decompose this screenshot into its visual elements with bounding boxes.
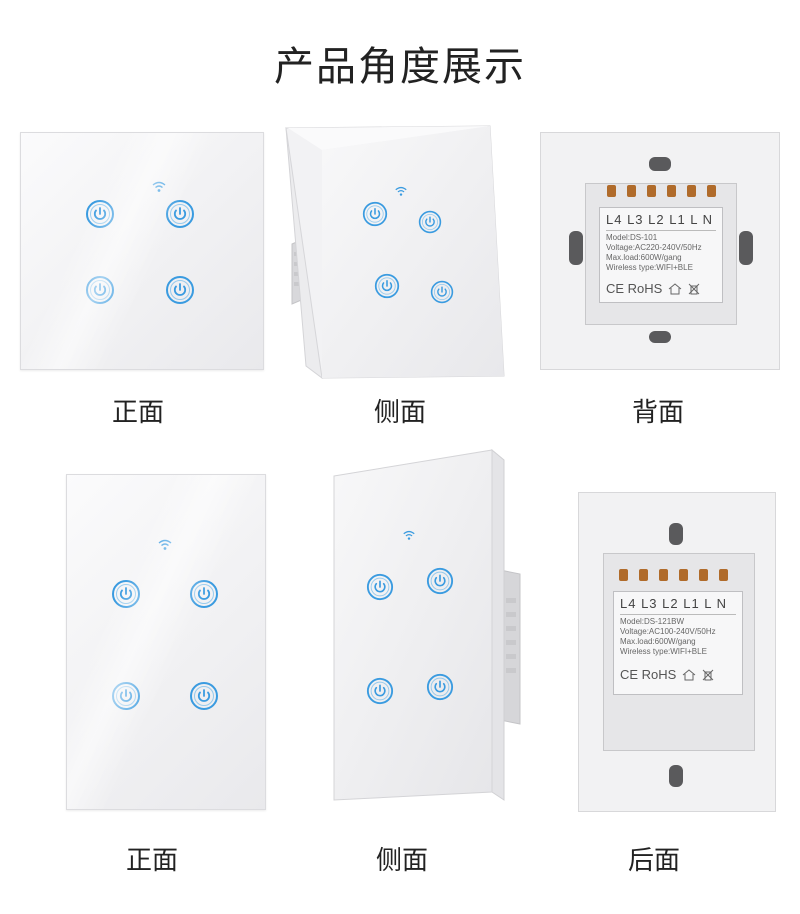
max-load-text: Max.load:600W/gang	[606, 253, 682, 262]
power-icon	[165, 199, 195, 229]
cert-marks: CE RoHS	[606, 281, 663, 296]
caption-back-1: 背面	[631, 398, 684, 428]
page-title: 产品角度展示	[274, 44, 526, 90]
front-square-panel	[20, 132, 264, 370]
spec-label: L4 L3 L2 L1 L N Model:DS-121BW Voltage:A…	[613, 591, 743, 695]
cert-marks: CE RoHS	[620, 667, 677, 682]
max-load-text: Max.load:600W/gang	[620, 637, 696, 646]
terminal-labels: L4 L3 L2 L1 L N	[606, 212, 714, 227]
back-tall-panel: L4 L3 L2 L1 L N Model:DS-121BW Voltage:A…	[578, 492, 776, 812]
power-icon	[165, 275, 195, 305]
wifi-icon	[157, 539, 173, 551]
voltage-text: Voltage:AC220-240V/50Hz	[606, 243, 702, 252]
spec-label: L4 L3 L2 L1 L N Model:DS-101 Voltage:AC2…	[599, 207, 723, 303]
side-tall-panel	[333, 448, 521, 801]
caption-side-1: 侧面	[373, 398, 426, 428]
side-square-panel	[285, 125, 505, 379]
power-icon	[85, 199, 115, 229]
power-icon	[189, 681, 219, 711]
power-icon	[189, 579, 219, 609]
model-text: Model:DS-101	[606, 233, 658, 242]
house-icon	[683, 668, 696, 680]
terminal-labels: L4 L3 L2 L1 L N	[620, 596, 728, 611]
weee-bin-icon	[689, 283, 700, 294]
caption-back-2: 后面	[627, 846, 680, 876]
wireless-text: Wireless type:WIFI+BLE	[620, 647, 707, 656]
caption-front-2: 正面	[125, 846, 178, 876]
front-tall-panel	[66, 474, 266, 810]
weee-bin-icon	[703, 669, 714, 680]
caption-front-1: 正面	[111, 398, 164, 428]
power-icon	[85, 275, 115, 305]
power-icon	[111, 579, 141, 609]
wireless-text: Wireless type:WIFI+BLE	[606, 263, 693, 272]
power-icon	[111, 681, 141, 711]
back-square-panel: L4 L3 L2 L1 L N Model:DS-101 Voltage:AC2…	[540, 132, 780, 370]
model-text: Model:DS-121BW	[620, 617, 685, 626]
wifi-icon	[151, 181, 167, 193]
voltage-text: Voltage:AC100-240V/50Hz	[620, 627, 716, 636]
house-icon	[669, 282, 682, 294]
caption-side-2: 侧面	[375, 846, 428, 876]
